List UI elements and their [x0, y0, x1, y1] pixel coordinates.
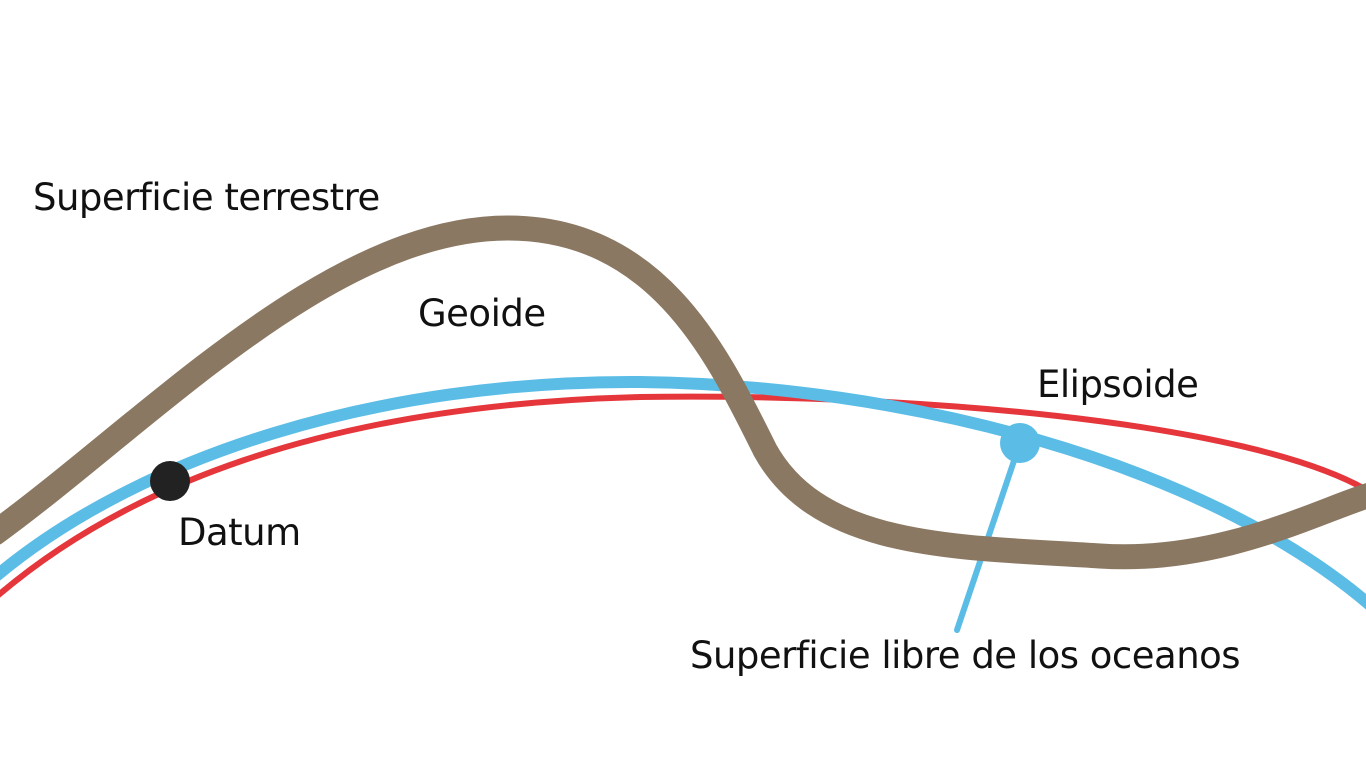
ocean-surface-label: Superficie libre de los oceanos — [690, 634, 1241, 677]
datum-point-marker — [150, 461, 190, 501]
geoid-label: Geoide — [418, 292, 546, 335]
terrain-surface-curve — [0, 215, 1366, 570]
datum-label: Datum — [178, 511, 301, 554]
ellipsoid-label: Elipsoide — [1037, 363, 1199, 406]
geoid-curve — [0, 375, 1366, 610]
terrain-surface-label: Superficie terrestre — [33, 176, 380, 219]
ellipsoid-curve — [0, 393, 1366, 598]
ocean-surface-marker — [1000, 423, 1040, 463]
